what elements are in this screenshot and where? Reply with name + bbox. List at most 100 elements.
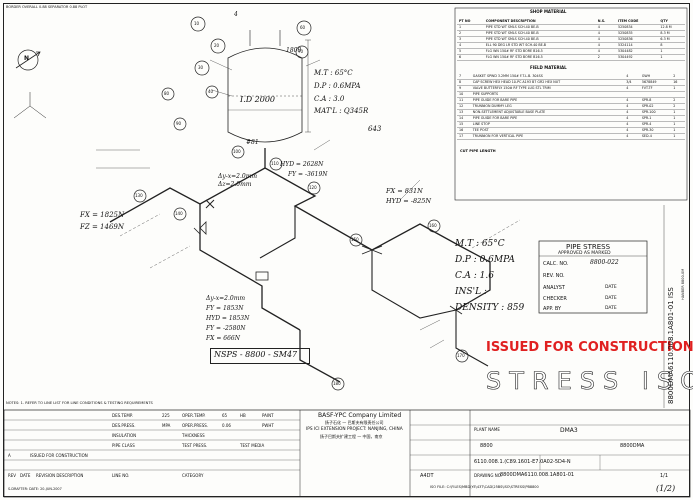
nsps-box xyxy=(210,348,310,364)
nsps-label: NSPS - 8800 - SM47 xyxy=(214,350,298,359)
load-fx5: FX = 666N xyxy=(206,335,240,342)
stamp-calc-value: 8800-022 xyxy=(590,259,619,266)
stamp-rev-label: REV. NO. xyxy=(543,273,565,279)
stamp-calc-label: CALC. NO. xyxy=(543,261,569,267)
insulation-label: INSULATION xyxy=(112,433,137,438)
vessel-ca: C.A : 3.0 xyxy=(314,95,345,103)
stress-dp: D.P : 0.6MPA xyxy=(455,255,515,265)
vessel-diameter: I.D 2000 xyxy=(240,95,276,104)
vessel-pressure: D.P : 0.6MPA xyxy=(314,82,361,90)
bubble-40: 40 xyxy=(208,89,214,94)
disp-1: Δy-x=2.0mm xyxy=(218,173,258,180)
load-fy4: FY = 1853N xyxy=(206,305,244,312)
sheet-no: 1/1 xyxy=(660,473,669,479)
contractor-cn: 扬子巴斯夫扩建工程 — 中国，南京 xyxy=(320,434,383,439)
notes: NOTES: 1. REFER TO LINE LIST FOR LINE CO… xyxy=(6,401,153,405)
vessel-temp: M.T : 65°C xyxy=(314,69,353,77)
bubble-120: 120 xyxy=(309,185,317,190)
load-hyd3: HYD = 1853N xyxy=(206,315,250,322)
dim-81: #81 xyxy=(246,139,259,146)
load-hyd2: HYD = 2628N xyxy=(280,161,324,168)
cut-length-title: CUT PIPE LENGTH xyxy=(460,149,496,153)
vertical-right-small: HANBER 8800-0M xyxy=(681,268,685,300)
bubble-140: 140 xyxy=(175,211,183,216)
test-press-label: TEST PRESS. xyxy=(182,443,208,448)
disp-3: Δy-x=2.0mm xyxy=(206,295,246,302)
sheet-count: (1/2) xyxy=(656,484,676,493)
bubble-110: 110 xyxy=(271,161,279,166)
company-name-cn: 扬子石化 — 巴斯夫有限责任公司 xyxy=(325,420,384,425)
oper-press-label: OPER.PRESS. xyxy=(182,423,209,428)
north-arrow xyxy=(17,49,39,71)
stress-insl: INS'L : xyxy=(455,287,487,297)
stress-ca: C.A : 1.6 xyxy=(455,271,494,281)
unit-name: 8800DMA xyxy=(620,443,645,449)
oper-temp-value: 65 xyxy=(222,413,228,418)
file-path: ISO FILE: C:\FILES\MBD\YE\43T\CAD\25BS\I… xyxy=(430,485,539,489)
issued-for-construction: ISSUED FOR CONSTRUCTION xyxy=(486,340,693,355)
oper-press-value: 0.06 xyxy=(222,423,231,428)
drawing-no: 8800DMA6110.008.1A801-01 xyxy=(500,472,575,478)
rev-label: REV xyxy=(8,473,17,478)
load-fy5: FY = -2580N xyxy=(206,325,246,332)
disp-2: Δz=2.0mm xyxy=(218,181,252,188)
test-media-label: TEST MEDIA xyxy=(240,443,265,448)
bubble-180: 180 xyxy=(333,381,341,386)
bubble-60: 60 xyxy=(300,25,306,30)
bubble-160: 160 xyxy=(429,223,437,228)
stress-mt: M.T : 65°C xyxy=(455,239,505,249)
rev-a: A xyxy=(8,453,11,458)
des-temp-value: 225 xyxy=(162,413,170,418)
bubble-90: 90 xyxy=(176,121,182,126)
plant-name-label: PLANT NAME xyxy=(474,427,500,432)
footer-left: S-DRAFTER: DATE: 20-JUN-2007 xyxy=(8,487,62,491)
dim-643: 643 xyxy=(368,125,382,133)
job-no: A4DT xyxy=(420,473,434,479)
drawing-long: 6110.008.1.(C89.1601-E7.0A02-5D4-N xyxy=(474,459,571,465)
paint-label: PAINT xyxy=(262,413,274,418)
vessel-height: 1800 xyxy=(286,47,302,54)
bubble-80: 80 xyxy=(164,91,170,96)
stamp-app-label: APP. BY xyxy=(543,306,562,312)
stamp-checker-label: CHECKER xyxy=(543,296,567,302)
des-temp-label: DES.TEMP. xyxy=(112,413,133,418)
thickness-label: THICKNESS xyxy=(182,433,205,438)
revision-desc-label: REVISION DESCRIPTION xyxy=(36,473,84,478)
bubble-20: 20 xyxy=(214,43,220,48)
load-fy3: FY = -3619N xyxy=(288,171,328,178)
bubble-30: 30 xyxy=(198,65,204,70)
hb-label: HB xyxy=(240,413,246,418)
stamp-title: PIPE STRESS xyxy=(566,243,611,251)
pwht-label: PWHT xyxy=(262,423,274,428)
bubble-130: 130 xyxy=(135,193,143,198)
des-press-value: MPA xyxy=(162,423,171,428)
rev-a-desc: ISSUED FOR CONSTRUCTION xyxy=(30,453,88,458)
plant-name: DMA3 xyxy=(560,427,578,434)
bubble-70: 70 xyxy=(298,49,304,54)
dim-4: 4 xyxy=(234,11,238,18)
unit-no: 8800 xyxy=(480,443,493,449)
load-fx1: FX = 831N xyxy=(386,187,423,195)
stamp-date-3: DATE xyxy=(605,306,617,311)
stress-iso-title: STRESS ISO xyxy=(486,367,693,395)
field-material-title: FIELD MATERIAL xyxy=(530,65,567,70)
load-fx2: FX = 1825N xyxy=(80,211,125,219)
